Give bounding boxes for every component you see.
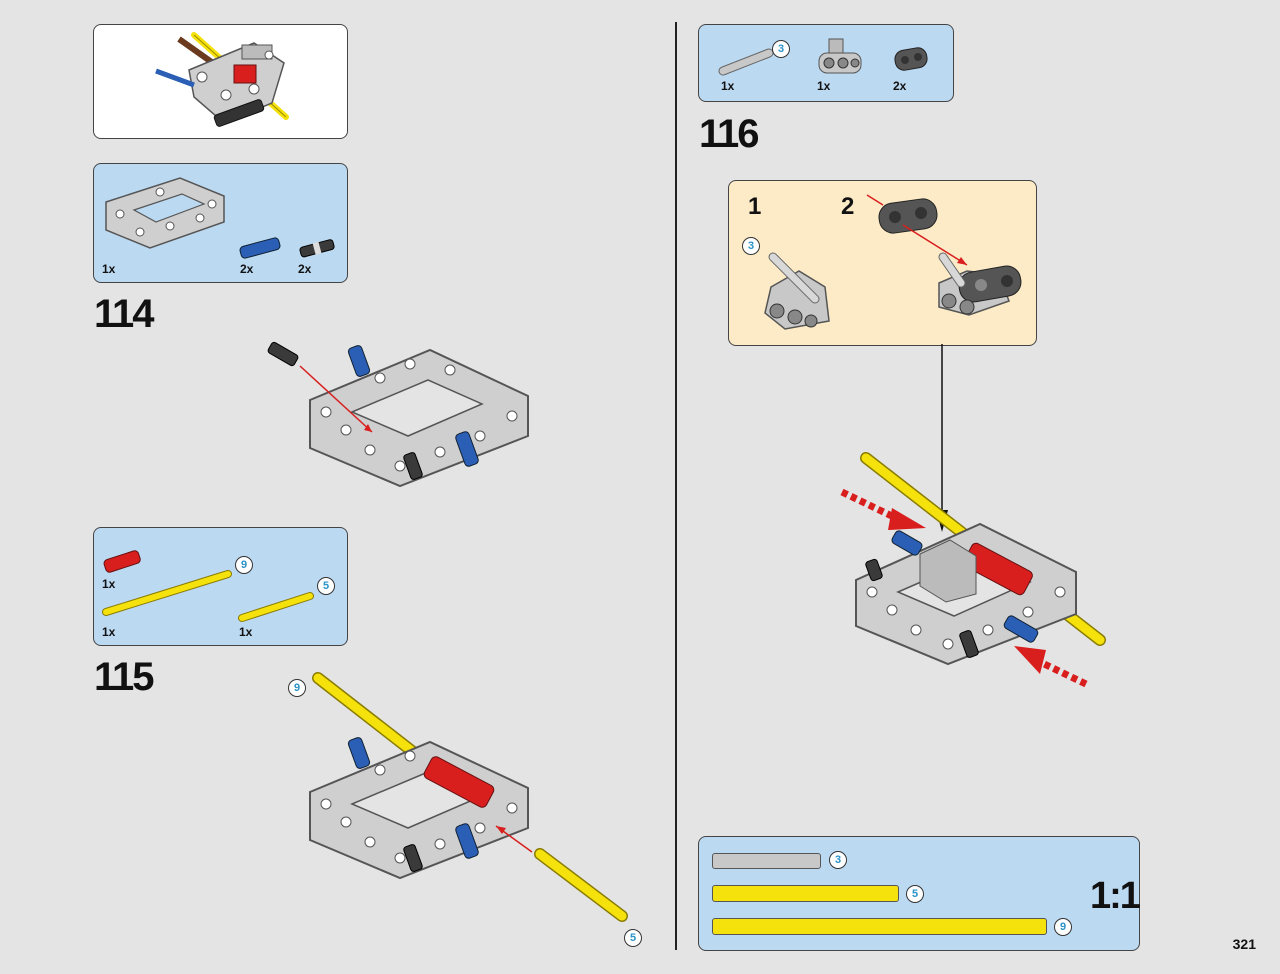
grey-axle-3-icon	[718, 48, 774, 76]
red-connector-icon	[103, 550, 141, 573]
step116-parts-panel: 3 1x 1x 2x	[698, 24, 954, 102]
substep2-illustration	[866, 194, 1022, 316]
assembled-model-preview-icon	[155, 32, 289, 127]
substep1-illustration	[764, 252, 830, 330]
scale-axle-grey-3	[712, 853, 821, 869]
scale-reference-panel: 3 5 9 1:1	[698, 836, 1141, 951]
substep-number: 1	[748, 193, 762, 220]
length-callout: 5	[317, 577, 335, 595]
part-qty: 1x	[239, 625, 253, 639]
step115-parts-panel: 1x 9 1x 5 1x	[93, 527, 348, 646]
part-qty: 1x	[721, 79, 735, 93]
rectangular-frame-icon	[105, 177, 225, 249]
length-callout: 9	[288, 679, 306, 697]
length-callout: 5	[624, 929, 642, 947]
length-callout: 9	[235, 556, 253, 574]
step-number-116: 116	[699, 112, 760, 156]
page-number: 321	[1232, 936, 1256, 952]
length-callout: 9	[1054, 918, 1072, 936]
part-qty: 1x	[817, 79, 831, 93]
step-number-114: 114	[94, 292, 155, 336]
step116-substep-panel: 1 2 3	[728, 180, 1037, 346]
model-preview-panel	[93, 24, 348, 139]
part-qty: 2x	[240, 262, 254, 276]
yellow-axle-5-icon	[238, 592, 314, 622]
step115-illustration	[309, 672, 628, 922]
part-qty: 1x	[102, 625, 116, 639]
substep-number: 2	[841, 193, 855, 220]
scale-label: 1:1	[1090, 875, 1141, 917]
part-qty: 2x	[893, 79, 907, 93]
step114-illustration	[267, 341, 529, 488]
blue-pin-icon	[239, 237, 281, 259]
black-pin-icon	[299, 239, 335, 258]
length-callout: 3	[742, 237, 760, 255]
part-qty: 2x	[298, 262, 312, 276]
yellow-axle-9-icon	[102, 570, 232, 616]
dark-liftarm-icon	[894, 47, 928, 71]
grey-connector-icon	[818, 38, 862, 74]
step114-parts-panel: 1x 2x 2x	[93, 163, 348, 283]
length-callout: 5	[906, 885, 924, 903]
scale-axle-yellow-5	[712, 885, 899, 902]
scale-axle-yellow-9	[712, 918, 1047, 935]
step-number-115: 115	[94, 655, 155, 699]
length-callout: 3	[772, 40, 790, 58]
part-qty: 1x	[102, 577, 116, 591]
column-divider	[675, 22, 677, 950]
step116-illustration	[840, 344, 1106, 688]
length-callout: 3	[829, 851, 847, 869]
part-qty: 1x	[102, 262, 116, 276]
